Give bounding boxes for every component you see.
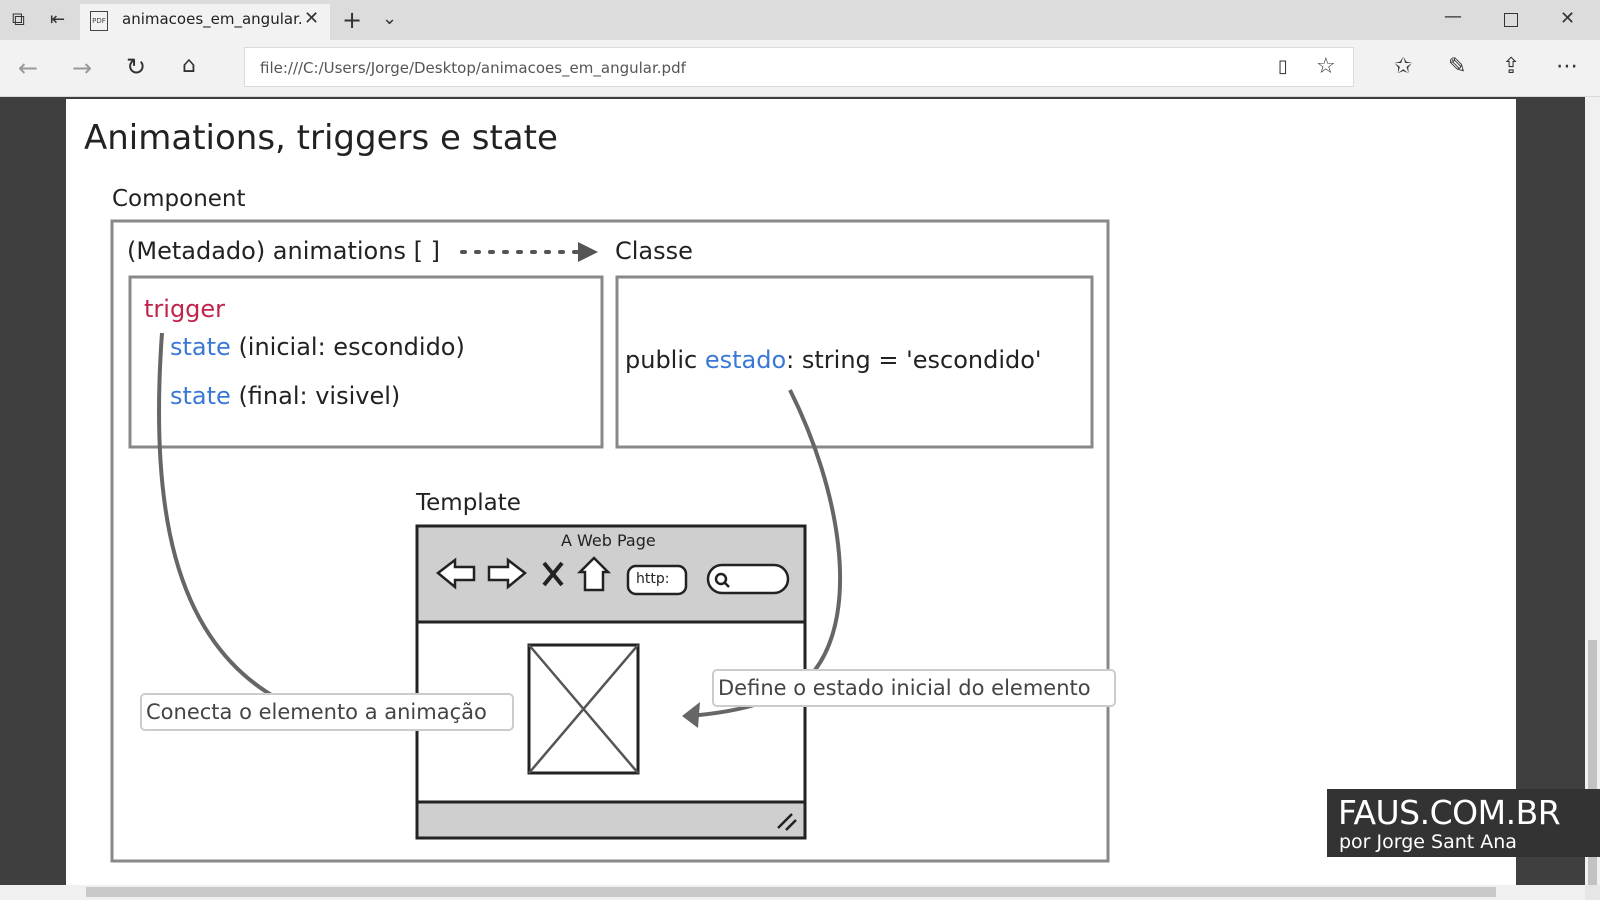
- note-right-text: Define o estado inicial do elemento: [718, 676, 1091, 700]
- share-icon[interactable]: ⇪: [1502, 54, 1521, 79]
- horizontal-scroll-thumb[interactable]: [86, 887, 1496, 897]
- forward-icon[interactable]: →: [72, 54, 93, 82]
- code-rest: : string = 'escondido': [786, 346, 1042, 374]
- tab-list-chevron-icon[interactable]: ⌄: [382, 8, 398, 29]
- right-connector-arrowhead: [682, 702, 700, 728]
- tab-title: animacoes_em_angular.: [122, 10, 303, 28]
- component-label: Component: [112, 186, 246, 212]
- refresh-icon[interactable]: ↻: [126, 53, 147, 81]
- new-tab-icon[interactable]: +: [342, 6, 363, 34]
- vertical-scroll-thumb[interactable]: [1588, 640, 1597, 885]
- back-icon[interactable]: ←: [18, 54, 39, 82]
- mock-back-icon: [435, 557, 476, 590]
- state-keyword: state: [170, 333, 231, 361]
- watermark: FAUS.COM.BR por Jorge Sant Ana: [1327, 789, 1600, 857]
- set-tabs-aside-icon[interactable]: ⇤: [50, 9, 66, 30]
- reading-view-icon[interactable]: ▯: [1278, 56, 1288, 77]
- mock-http-label: http:: [636, 571, 670, 587]
- tab-actions-icon[interactable]: ⧉: [12, 9, 25, 30]
- state-initial-text: (inicial: escondido): [238, 333, 465, 361]
- metadata-box: [128, 275, 604, 449]
- right-connector: [687, 389, 843, 718]
- class-label: Classe: [615, 237, 693, 265]
- left-connector: [156, 332, 281, 702]
- pdf-icon: PDF: [90, 11, 108, 31]
- state-line-final: state (final: visivel): [170, 382, 400, 410]
- code-public: public: [625, 346, 705, 374]
- more-menu-icon[interactable]: ⋯: [1556, 54, 1578, 79]
- watermark-line2: por Jorge Sant Ana: [1339, 831, 1517, 853]
- metadata-label: (Metadado) animations [ ]: [127, 237, 440, 265]
- close-window-icon[interactable]: ✕: [1560, 8, 1576, 29]
- dotted-arrow-head: [578, 242, 598, 262]
- maximize-icon[interactable]: [1504, 13, 1518, 27]
- watermark-line1: FAUS.COM.BR: [1338, 793, 1561, 832]
- active-tab[interactable]: [80, 4, 330, 40]
- favorite-star-icon[interactable]: ☆: [1316, 54, 1336, 79]
- trigger-keyword: trigger: [144, 295, 226, 323]
- code-estado: estado: [704, 346, 787, 374]
- close-tab-icon[interactable]: ✕: [304, 8, 320, 29]
- resize-grip-icon: [777, 813, 797, 831]
- class-code-line: public estado: string = 'escondido': [625, 346, 1042, 374]
- address-text: file:///C:/Users/Jorge/Desktop/animacoes…: [260, 59, 686, 77]
- mock-search-icon: [714, 572, 728, 586]
- note-left-text: Conecta o elemento a animação: [146, 700, 487, 724]
- note-right-box: [712, 669, 1116, 707]
- template-statusbar: [415, 800, 807, 840]
- home-icon[interactable]: ⌂: [182, 53, 196, 78]
- address-bar[interactable]: [244, 47, 1354, 87]
- mock-search-box: [706, 563, 790, 595]
- state-line-initial: state (inicial: escondido): [170, 333, 465, 361]
- web-note-pen-icon[interactable]: ✎: [1448, 54, 1467, 79]
- class-box: [615, 275, 1094, 449]
- component-box: [110, 219, 1110, 863]
- mock-forward-icon: [487, 557, 528, 590]
- favorites-hub-icon[interactable]: ✩: [1394, 54, 1413, 79]
- state-keyword: state: [170, 382, 231, 410]
- state-final-text: (final: visivel): [238, 382, 401, 410]
- slide-title: Animations, triggers e state: [84, 118, 558, 158]
- minimize-icon[interactable]: —: [1444, 6, 1462, 27]
- template-label: Template: [416, 490, 521, 516]
- note-left-box: [140, 693, 514, 731]
- mock-webpage-title: A Web Page: [561, 531, 656, 550]
- mock-home-icon: [576, 556, 612, 592]
- mock-stop-icon: [542, 561, 564, 587]
- mock-url-box: [626, 564, 688, 596]
